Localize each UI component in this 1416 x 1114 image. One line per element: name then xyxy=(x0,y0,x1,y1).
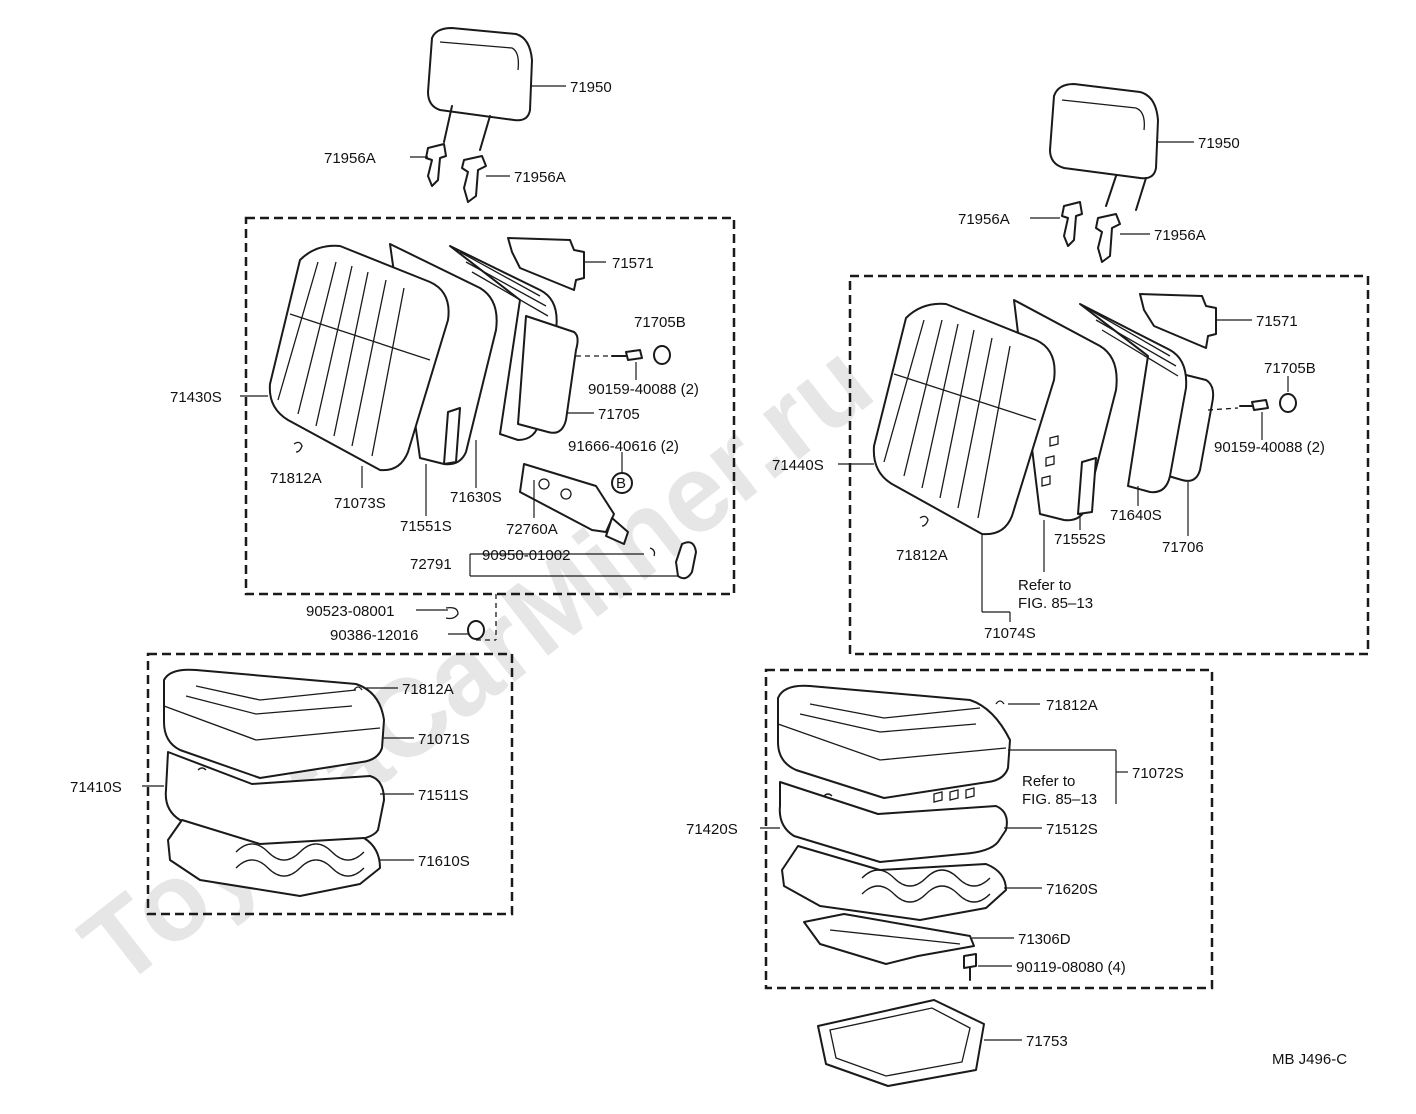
left-label-71551s: 71551S xyxy=(400,518,452,535)
left-label-71812a-cushion: 71812A xyxy=(402,681,454,698)
left-headrest-support-drawing xyxy=(425,143,487,203)
left-label-71812a: 71812A xyxy=(270,470,322,487)
left-bushing-drawing xyxy=(467,620,485,640)
left-leader-lines xyxy=(240,85,678,641)
left-label-71610s: 71610S xyxy=(418,853,470,870)
right-cushion-leaders xyxy=(760,703,1128,1041)
left-bracket-drawing xyxy=(507,237,585,291)
left-label-71956a-a: 71956A xyxy=(324,150,376,167)
right-label-71074s: 71074S xyxy=(984,625,1036,642)
right-label-71571: 71571 xyxy=(1256,313,1298,330)
left-label-71950: 71950 xyxy=(570,79,612,96)
right-label-71420s: 71420S xyxy=(686,821,738,838)
right-label-71956a-a: 71956A xyxy=(958,211,1010,228)
right-label-71620s: 71620S xyxy=(1046,881,1098,898)
right-headrest-support-drawing xyxy=(1061,201,1121,263)
right-label-71753: 71753 xyxy=(1026,1033,1068,1050)
watermark-text: ToyotaCarMiner.ru xyxy=(59,319,894,1009)
right-label-71706: 71706 xyxy=(1162,539,1204,556)
left-bolt-drawing xyxy=(576,345,671,365)
right-label-90159: 90159-40088 (2) xyxy=(1214,439,1325,456)
left-label-71511s: 71511S xyxy=(418,787,469,804)
right-cushion-assembly-box xyxy=(764,668,1214,990)
left-label-72791: 72791 xyxy=(410,556,452,573)
diagram-code: MB J496-C xyxy=(1272,1051,1347,1068)
right-label-71950: 71950 xyxy=(1198,135,1240,152)
left-clip-drawing xyxy=(649,547,656,557)
right-headrest-drawing xyxy=(1049,83,1159,211)
left-label-90159: 90159-40088 (2) xyxy=(588,381,699,398)
left-label-b-marker: B xyxy=(616,475,626,492)
right-seat-group: 71950 71956A 71956A 71571 71705B 71440S … xyxy=(686,83,1370,1087)
left-label-90523: 90523-08001 xyxy=(306,603,394,620)
right-label-71512s: 71512S xyxy=(1046,821,1098,838)
right-label-71440s: 71440S xyxy=(772,457,824,474)
right-label-refer-2: FIG. 85–13 xyxy=(1018,595,1093,612)
left-label-71956a-b: 71956A xyxy=(514,169,566,186)
left-knob-drawing xyxy=(675,541,697,580)
right-label-71812a-cushion: 71812A xyxy=(1046,697,1098,714)
right-label-71306d: 71306D xyxy=(1018,931,1071,948)
left-label-71705: 71705 xyxy=(598,406,640,423)
right-leader-lines xyxy=(838,141,1289,622)
right-label-71072s: 71072S xyxy=(1132,765,1184,782)
left-seat-group: 71950 71956A 71956A 71571 71705B 71430S … xyxy=(70,27,736,916)
left-label-71410s: 71410S xyxy=(70,779,122,796)
left-cushion-leaders xyxy=(142,687,414,861)
left-cushion-drawing xyxy=(163,668,385,897)
left-label-91666: 91666-40616 (2) xyxy=(568,438,679,455)
right-cushion-drawing xyxy=(777,684,1011,981)
left-recliner-drawing xyxy=(519,463,633,545)
right-bolt-drawing xyxy=(1207,393,1297,413)
left-label-71430s: 71430S xyxy=(170,389,222,406)
left-label-71073s: 71073S xyxy=(334,495,386,512)
right-label-71552s: 71552S xyxy=(1054,531,1106,548)
left-label-71630s: 71630S xyxy=(450,489,502,506)
right-label-refer-1: Refer to xyxy=(1018,577,1071,594)
right-label-71640s: 71640S xyxy=(1110,507,1162,524)
left-label-90386: 90386-12016 xyxy=(330,627,418,644)
right-label-71705b: 71705B xyxy=(1264,360,1316,377)
left-label-71571: 71571 xyxy=(612,255,654,272)
right-label-refer2-2: FIG. 85–13 xyxy=(1022,791,1097,808)
right-tray-drawing xyxy=(817,999,985,1087)
right-label-90119: 90119-08080 (4) xyxy=(1016,959,1126,976)
left-cushion-assembly-box xyxy=(146,652,514,916)
right-back-assembly-box xyxy=(848,274,1370,656)
right-label-71956a-b: 71956A xyxy=(1154,227,1206,244)
left-seatback-drawing xyxy=(268,243,579,472)
left-headrest-drawing xyxy=(427,27,533,151)
right-bracket-drawing xyxy=(1139,293,1217,349)
right-label-refer2-1: Refer to xyxy=(1022,773,1075,790)
left-e-ring-drawing xyxy=(445,606,459,620)
left-label-72760a: 72760A xyxy=(506,521,558,538)
left-label-71705b: 71705B xyxy=(634,314,686,331)
left-back-assembly-box xyxy=(244,216,736,596)
right-hog-ring-drawing xyxy=(919,515,929,527)
right-label-71812a: 71812A xyxy=(896,547,948,564)
right-seatback-drawing xyxy=(872,299,1215,536)
left-label-71071s: 71071S xyxy=(418,731,470,748)
left-label-90950: 90950-01002 xyxy=(482,547,570,564)
left-hog-ring-drawing xyxy=(293,441,303,453)
